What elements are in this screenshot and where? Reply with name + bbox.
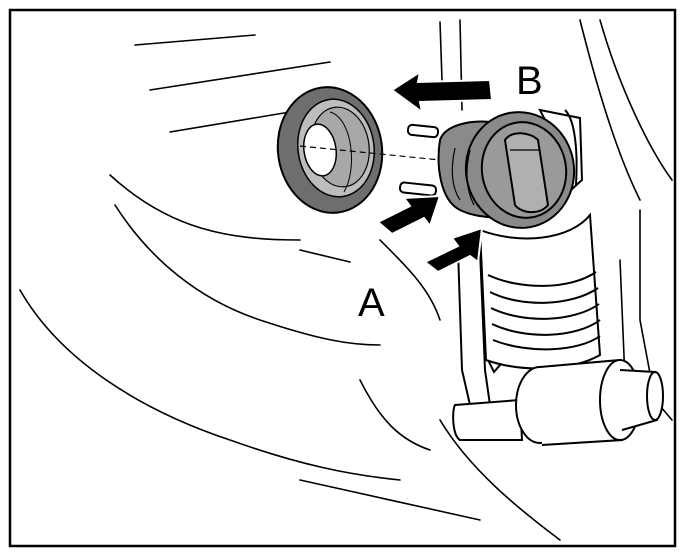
grommet-seal	[276, 86, 384, 214]
washer-pump	[398, 111, 576, 229]
push-arrow-up-right-icon	[376, 194, 484, 274]
label-b: B	[516, 59, 543, 103]
alignment-line	[299, 145, 441, 161]
pump-reservoir-neck	[478, 212, 602, 370]
diagram-border	[8, 8, 677, 548]
push-arrow-left-icon	[390, 69, 494, 115]
label-a: A	[358, 281, 385, 325]
body-panel-lines	[19, 19, 673, 541]
lower-motor	[452, 358, 664, 446]
